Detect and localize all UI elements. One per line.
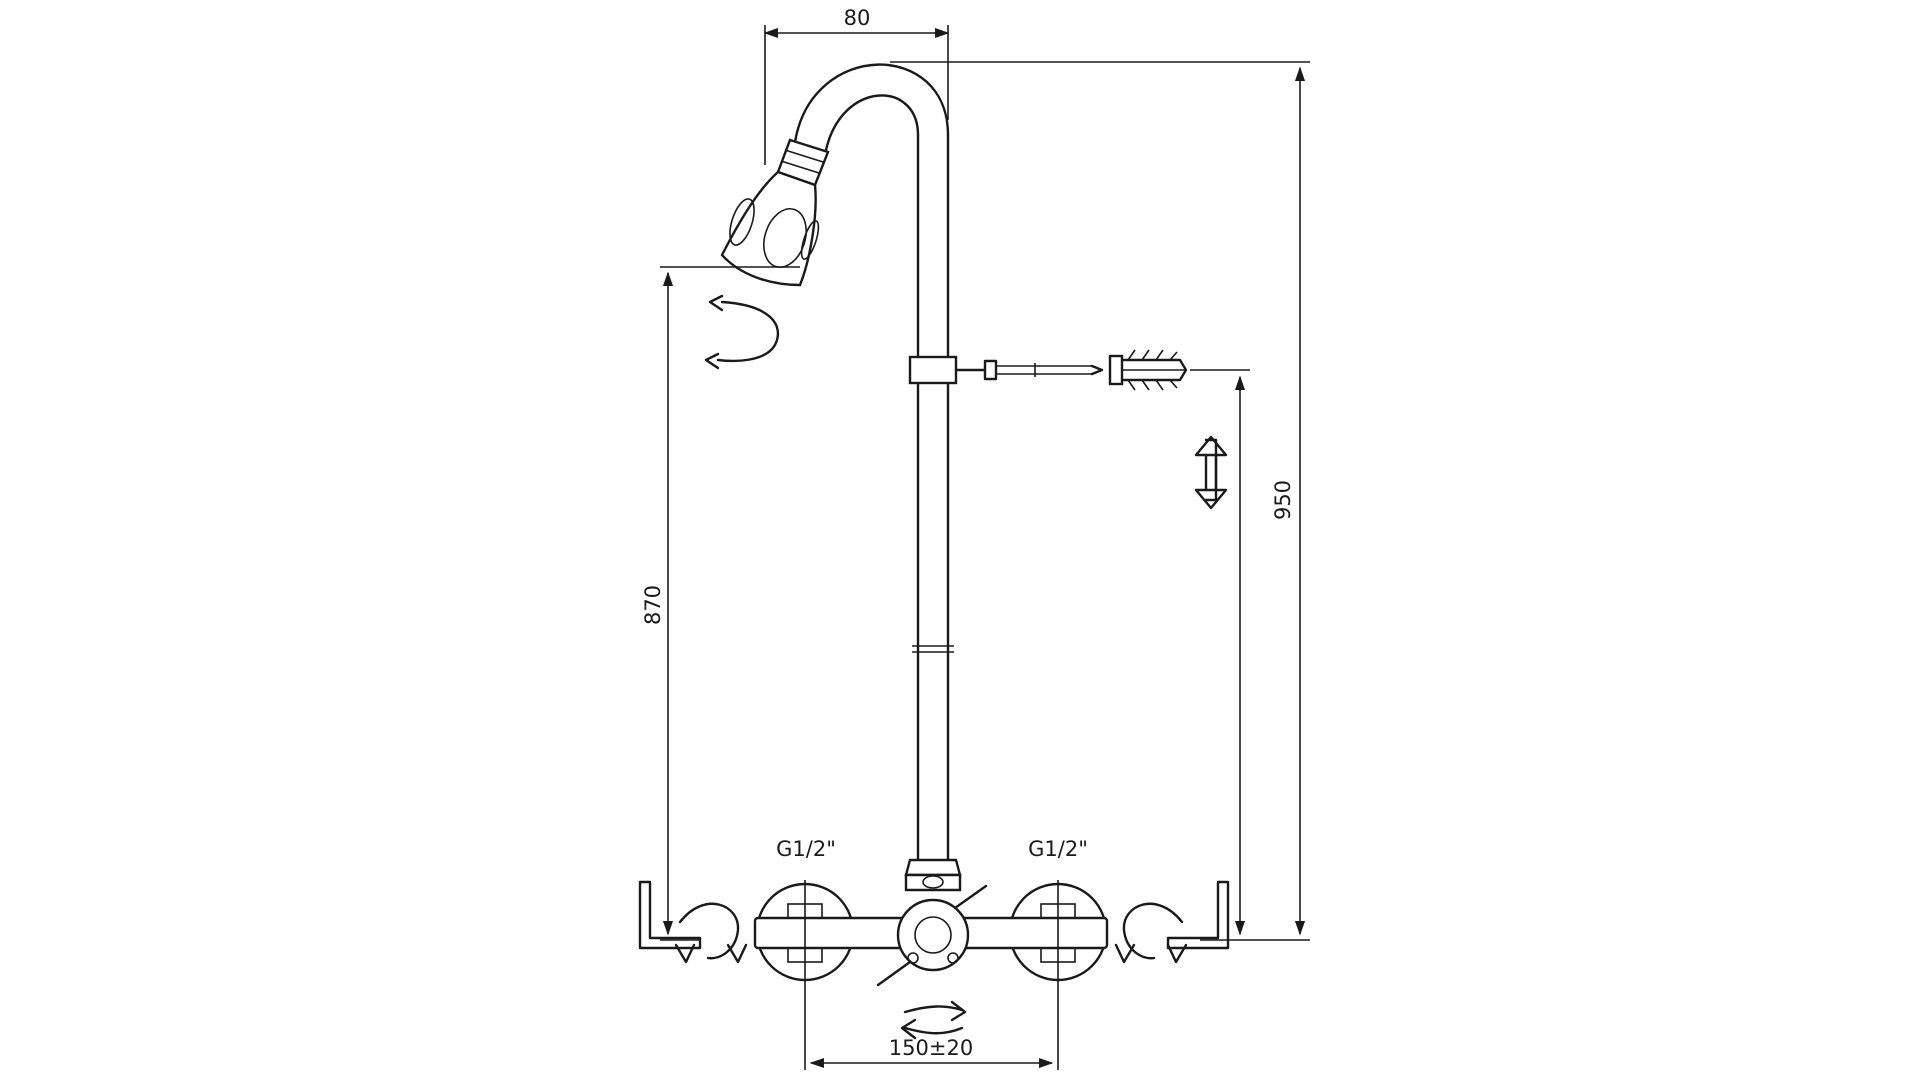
- spout-reach-label: 80: [844, 6, 871, 30]
- dimension-bracket-height: [1190, 369, 1250, 936]
- dimension-spout-reach: 80: [763, 6, 950, 165]
- rotation-arrow-icon: [900, 1000, 967, 1040]
- wall-plug-icon: [1108, 349, 1188, 391]
- dimension-total-height: 950: [890, 61, 1310, 941]
- swivel-arrow-icon: [704, 294, 780, 370]
- total-height-label: 950: [1271, 480, 1295, 520]
- left-thread-label: G1/2": [776, 837, 836, 861]
- height-adjust-arrow-icon: [1194, 435, 1228, 510]
- dimension-head-height: 870: [641, 266, 800, 941]
- riser-pipe: [793, 63, 954, 862]
- dimension-inlet-spacing: 150±20: [804, 880, 1059, 1070]
- mixer-body: [753, 858, 1109, 987]
- right-thread-label: G1/2": [1028, 837, 1088, 861]
- eccentric-union-icon: [638, 880, 1230, 964]
- shower-head-icon: [720, 138, 830, 287]
- inlet-spacing-label: 150±20: [889, 1036, 973, 1060]
- wall-bracket: [908, 355, 1104, 385]
- head-height-label: 870: [641, 585, 665, 625]
